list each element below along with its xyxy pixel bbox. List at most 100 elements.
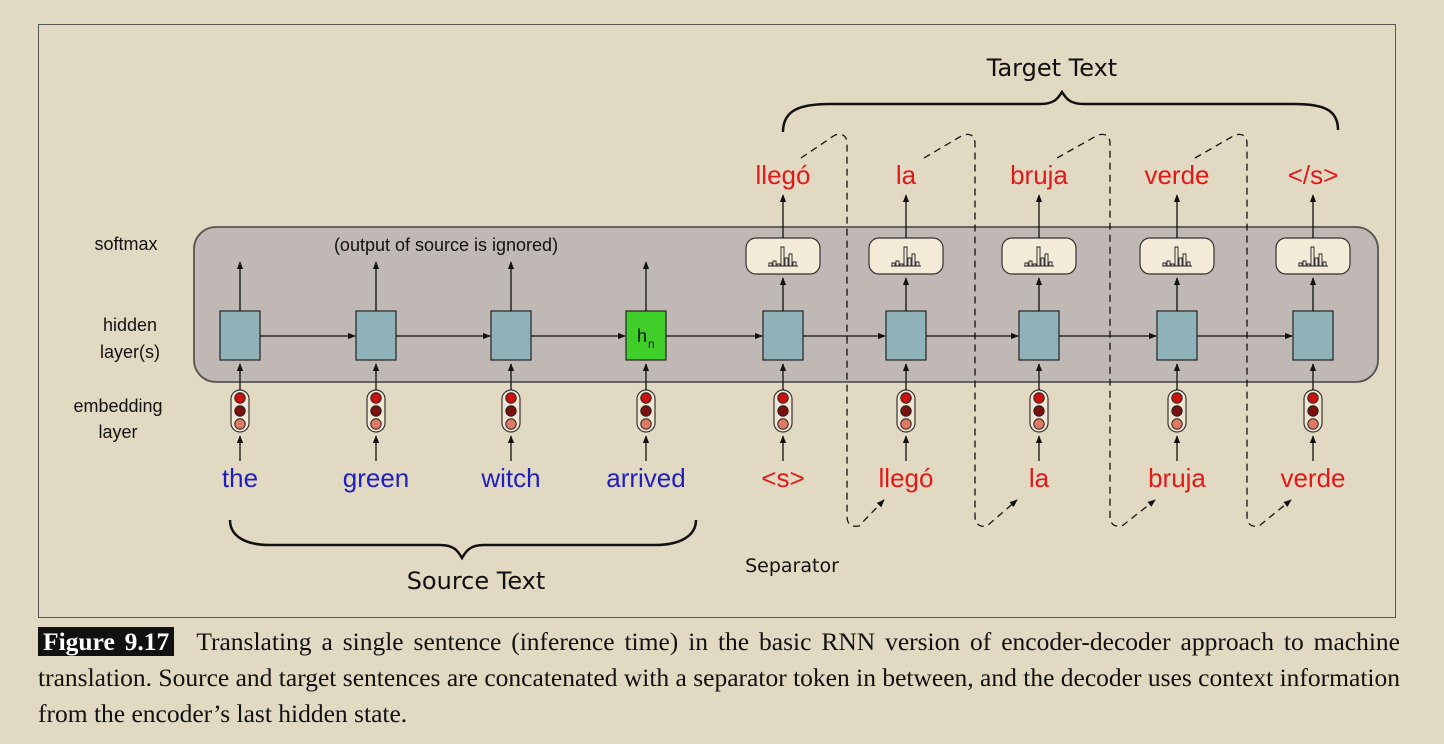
decoder-column: la bruja — [1001, 160, 1077, 493]
decoder-input-token: bruja — [1148, 463, 1206, 493]
softmax-output — [745, 237, 821, 275]
embedding-unit — [1033, 418, 1045, 430]
embedding-unit — [1171, 392, 1183, 404]
embedding-unit — [505, 418, 517, 430]
source-token: arrived — [606, 463, 685, 493]
hidden-layer-panel — [193, 226, 1379, 383]
embedding-unit — [234, 392, 246, 404]
embedding-vector — [501, 389, 521, 433]
embedding-unit — [640, 405, 652, 417]
decoder-column: verde</s> — [1275, 160, 1351, 493]
embedding-vector — [896, 389, 916, 433]
label-hidden: hidden — [103, 315, 157, 335]
source-text-brace — [228, 519, 698, 561]
embedding-unit — [1307, 405, 1319, 417]
encoder-column: green — [343, 261, 410, 493]
embedding-vector — [773, 389, 793, 433]
softmax-output — [1275, 237, 1351, 275]
embedding-vector — [1029, 389, 1049, 433]
softmax-box — [1139, 237, 1215, 275]
softmax-histogram-icon — [768, 246, 798, 267]
embedding-vector — [1303, 389, 1323, 433]
embedding-unit — [777, 418, 789, 430]
encoder-column: the — [219, 261, 261, 493]
decoder-input-token: llegó — [879, 463, 934, 493]
decoder-hidden-state-cell — [762, 310, 804, 361]
hidden-state-cell — [355, 310, 397, 361]
softmax-histogram-icon — [1024, 246, 1054, 267]
embedding-unit — [640, 392, 652, 404]
target-token: bruja — [1010, 160, 1068, 190]
embedding-unit — [640, 418, 652, 430]
embedding-unit — [777, 392, 789, 404]
target-text-label: Target Text — [986, 54, 1117, 82]
feedback-dashed-arrow — [800, 133, 885, 527]
decoder-hidden-state-cell — [1018, 310, 1060, 361]
feedback-dashed-arrow — [923, 133, 1018, 527]
embedding-unit — [370, 405, 382, 417]
embedding-vector — [636, 389, 656, 433]
embedding-unit — [1033, 405, 1045, 417]
embedding-vector — [1167, 389, 1187, 433]
hidden-state-subscript: n — [648, 337, 655, 351]
softmax-output — [1001, 237, 1077, 275]
softmax-box — [1001, 237, 1077, 275]
softmax-box — [745, 237, 821, 275]
embedding-unit — [505, 405, 517, 417]
softmax-output — [1139, 237, 1215, 275]
embedding-unit — [234, 405, 246, 417]
decoder-hidden-state-cell — [885, 310, 927, 361]
encoder-decoder-diagram: softmax hidden layer(s) embedding layer … — [73, 54, 1379, 595]
separator-label: Separator — [745, 555, 839, 577]
feedback-dashed-arrow — [1056, 133, 1156, 527]
embedding-unit — [1307, 392, 1319, 404]
source-token: the — [222, 463, 258, 493]
embedding-vector — [366, 389, 386, 433]
source-token: witch — [480, 463, 540, 493]
hidden-state-cell — [219, 310, 261, 361]
hidden-state-cell — [490, 310, 532, 361]
label-hidden-layers: layer(s) — [100, 342, 160, 362]
decoder-column: <s> llegó — [745, 160, 821, 493]
label-embedding-layer: layer — [98, 422, 137, 442]
softmax-histogram-icon — [1298, 246, 1328, 267]
target-token: llegó — [756, 160, 811, 190]
caption-text: Translating a single sentence (inference… — [38, 627, 1400, 728]
decoder-input-token: <s> — [761, 463, 804, 493]
embedding-unit — [1171, 405, 1183, 417]
embedding-unit — [1033, 392, 1045, 404]
source-text-label: Source Text — [407, 567, 546, 595]
embedding-unit — [900, 405, 912, 417]
target-text-brace — [781, 89, 1340, 133]
embedding-unit — [900, 418, 912, 430]
decoder-input-token: la — [1029, 463, 1050, 493]
target-token: verde — [1144, 160, 1209, 190]
source-token: green — [343, 463, 410, 493]
softmax-box — [1275, 237, 1351, 275]
softmax-histogram-icon — [1162, 246, 1192, 267]
label-softmax: softmax — [94, 234, 157, 254]
embedding-unit — [370, 392, 382, 404]
encoder-column: witch — [480, 261, 541, 493]
label-embedding: embedding — [73, 396, 162, 416]
embedding-unit — [1307, 418, 1319, 430]
softmax-box — [868, 237, 944, 275]
embedding-unit — [234, 418, 246, 430]
ignored-source-output-note: (output of source is ignored) — [334, 235, 558, 255]
embedding-unit — [505, 392, 517, 404]
figure-frame — [38, 24, 1396, 618]
softmax-histogram-icon — [891, 246, 921, 267]
figure-label: Figure 9.17 — [38, 627, 175, 656]
feedback-dashed-arrow — [1194, 133, 1292, 527]
decoder-input-token: verde — [1280, 463, 1345, 493]
embedding-unit — [900, 392, 912, 404]
decoder-hidden-state-cell — [1156, 310, 1198, 361]
decoder-column: bruja verde — [1139, 160, 1215, 493]
embedding-unit — [1171, 418, 1183, 430]
softmax-output — [868, 237, 944, 275]
embedding-unit — [370, 418, 382, 430]
embedding-vector — [230, 389, 250, 433]
